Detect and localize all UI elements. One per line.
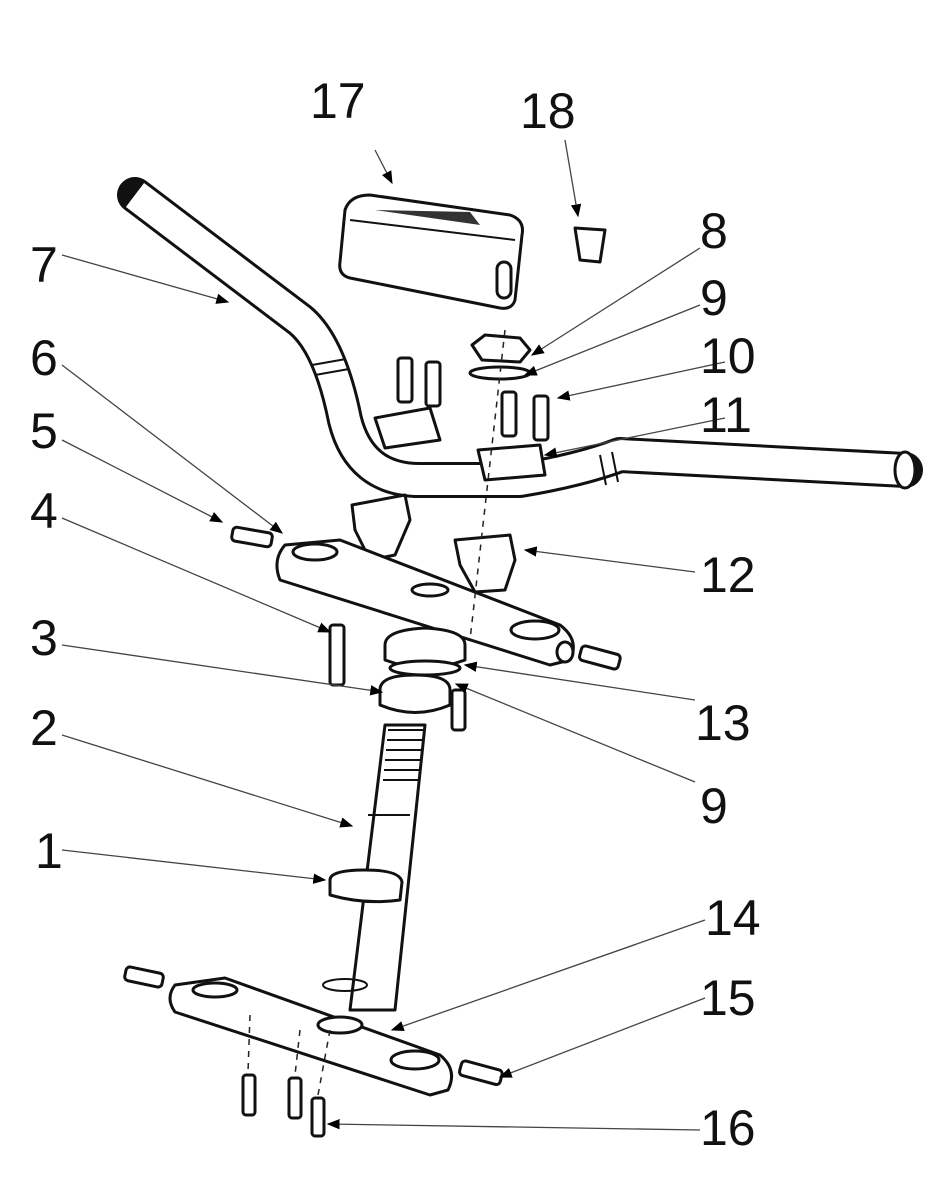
callout-16: 16: [700, 1100, 756, 1156]
assembly-axes: [247, 1014, 331, 1096]
bolt-4: [328, 623, 346, 687]
risers: [350, 493, 517, 594]
callout-3: 3: [30, 610, 58, 666]
callout-11: 11: [700, 387, 752, 443]
callout-14: 14: [705, 890, 761, 946]
clamp-bolts: [396, 356, 550, 442]
callout-18: 18: [520, 83, 576, 139]
callout-labels: 1 2 3 4 5 6 7 8 9 10 11 12 13 9 14 15 16…: [30, 73, 761, 1156]
bar-end-cap: [573, 226, 607, 264]
top-triple-clamp: [275, 538, 575, 667]
callout-8: 8: [700, 203, 728, 259]
callout-4: 4: [30, 483, 58, 539]
bearings: [378, 626, 467, 714]
bolt-15: [458, 1059, 504, 1087]
callout-6: 6: [30, 330, 58, 386]
steering-stem: [322, 723, 427, 1012]
center-axis: [469, 329, 506, 641]
callout-2: 2: [30, 700, 58, 756]
leader-lines: [61, 139, 726, 1131]
callout-7: 7: [30, 237, 58, 293]
bolt-5: [230, 525, 274, 549]
callout-9-upper: 9: [700, 270, 728, 326]
bolts-16: [241, 1073, 326, 1138]
callout-9-lower: 9: [700, 778, 728, 834]
upper-clamps: [373, 406, 547, 482]
callout-15: 15: [700, 970, 756, 1026]
callout-5: 5: [30, 403, 58, 459]
bolt: [450, 688, 467, 732]
nut: [468, 333, 532, 381]
handlebar: [117, 177, 923, 498]
callout-1: 1: [35, 823, 63, 879]
side-bolt: [578, 644, 622, 671]
callout-17: 17: [310, 73, 366, 129]
bottom-triple-clamp: [168, 976, 454, 1097]
callout-13: 13: [695, 695, 751, 751]
callout-12: 12: [700, 547, 756, 603]
handlebar-pad: [338, 193, 524, 310]
bolt: [123, 965, 165, 989]
callout-10: 10: [700, 328, 756, 384]
